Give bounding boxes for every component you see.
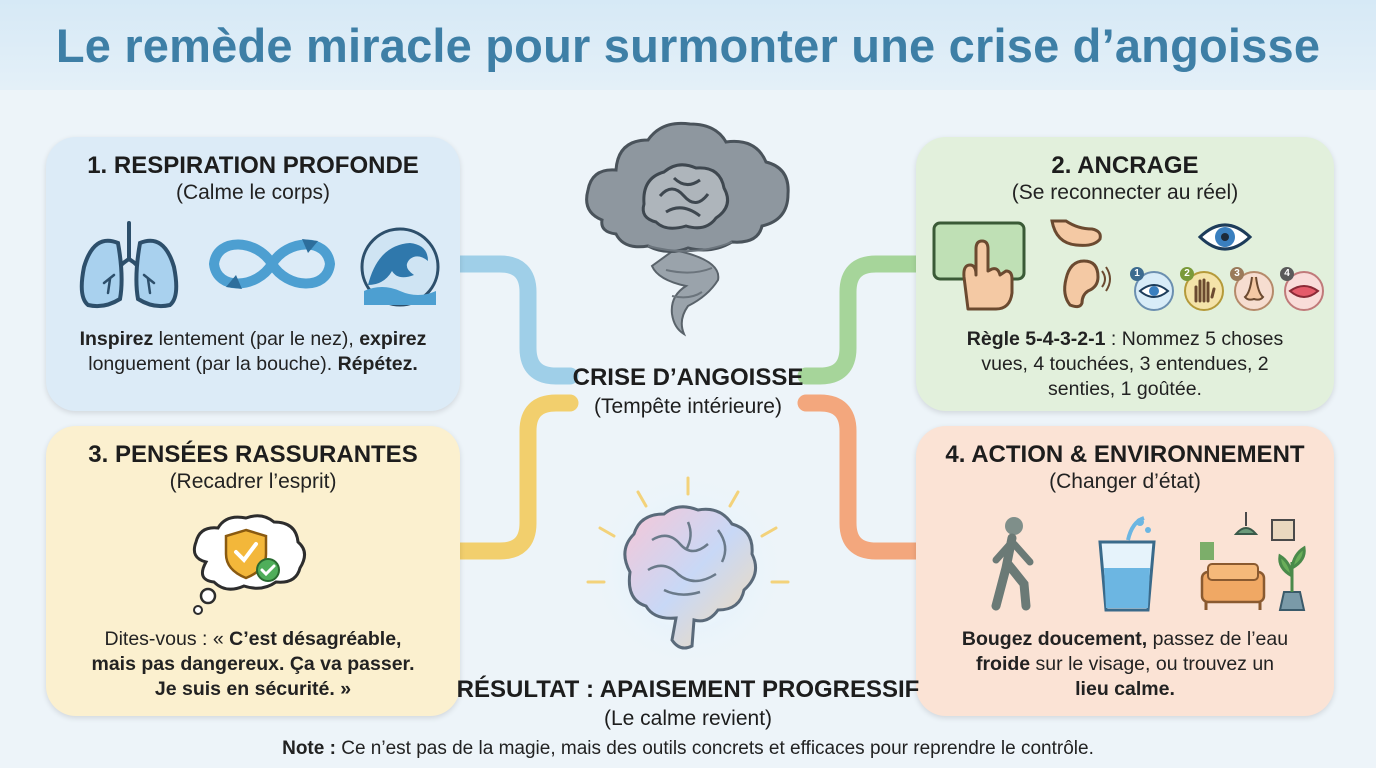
card-action: 4. ACTION & ENVIRONNEMENT (Changer d’éta… xyxy=(916,426,1334,716)
result-subtitle: (Le calme revient) xyxy=(603,707,773,730)
touch-hand-icon xyxy=(932,221,1026,311)
sense-number: 1 xyxy=(1130,267,1144,281)
connector-pensees xyxy=(451,394,579,560)
sense-row: 1 2 3 4 xyxy=(1130,267,1326,311)
ear-icon xyxy=(1063,259,1111,309)
sense-number: 4 xyxy=(1280,267,1294,281)
title-bar: Le remède miracle pour surmonter une cri… xyxy=(0,0,1376,90)
sense-number: 3 xyxy=(1230,267,1244,281)
card-title: 4. ACTION & ENVIRONNEMENT xyxy=(945,441,1305,468)
card-subtitle: (Se reconnecter au réel) xyxy=(1011,181,1239,204)
card-subtitle: (Changer d’état) xyxy=(1049,470,1201,493)
mouth-icon xyxy=(1284,271,1324,311)
nose-icon xyxy=(1234,271,1274,311)
card-body: Bougez doucement, passez de l’eau froide… xyxy=(961,628,1289,700)
note-text: Ce n’est pas de la magie, mais des outil… xyxy=(335,738,1094,759)
card-ancrage: 2. ANCRAGE (Se reconnecter au réel) xyxy=(916,137,1334,411)
walking-person-icon xyxy=(991,517,1034,611)
crisis-label: CRISE D’ANGOISSE (Tempête intérieure) xyxy=(560,364,816,419)
result-title: RÉSULTAT : APAISEMENT PROGRESSIF xyxy=(456,676,920,703)
card-body: Règle 5-4-3-2-1 : Nommez 5 choses vues, … xyxy=(966,328,1284,400)
eye-sense-icon xyxy=(1134,271,1174,311)
page-title: Le remède miracle pour surmonter une cri… xyxy=(55,18,1321,72)
note-label: Note : xyxy=(282,738,336,759)
crisis-subtitle: (Tempête intérieure) xyxy=(594,395,782,418)
card-title: 2. ANCRAGE xyxy=(1051,152,1199,179)
storm-cloud-icon xyxy=(585,121,790,337)
thought-shield-icon xyxy=(192,514,306,615)
wave-icon xyxy=(360,227,440,307)
hand-sense-icon xyxy=(1184,271,1224,311)
calm-room-icon xyxy=(1200,512,1306,611)
foot-icon xyxy=(1050,219,1102,247)
eye-icon xyxy=(1197,223,1253,251)
connector-action xyxy=(797,394,925,560)
water-glass-icon xyxy=(1098,516,1156,612)
sense-number: 2 xyxy=(1180,267,1194,281)
card-body: Dites-vous : « C’est désagréable, mais p… xyxy=(91,628,415,700)
card-subtitle: (Recadrer l’esprit) xyxy=(169,470,337,493)
card-title: 1. RESPIRATION PROFONDE xyxy=(87,152,419,179)
card-title: 3. PENSÉES RASSURANTES xyxy=(88,441,418,468)
connector-ancrage xyxy=(797,255,925,385)
card-pensees: 3. PENSÉES RASSURANTES (Recadrer l’espri… xyxy=(46,426,460,716)
card-body: Inspirez lentement (par le nez), expirez… xyxy=(79,328,427,375)
calm-brain-icon xyxy=(586,470,790,670)
connector-respiration xyxy=(451,255,579,385)
crisis-title: CRISE D’ANGOISSE xyxy=(572,364,804,391)
card-subtitle: (Calme le corps) xyxy=(175,181,331,204)
footer-note: Note : Ce n’est pas de la magie, mais de… xyxy=(0,738,1376,760)
card-respiration: 1. RESPIRATION PROFONDE (Calme le corps)… xyxy=(46,137,460,411)
lungs-icon xyxy=(79,221,179,309)
infinity-arrows-icon xyxy=(208,239,336,289)
result-label: RÉSULTAT : APAISEMENT PROGRESSIF (Le cal… xyxy=(440,676,936,731)
